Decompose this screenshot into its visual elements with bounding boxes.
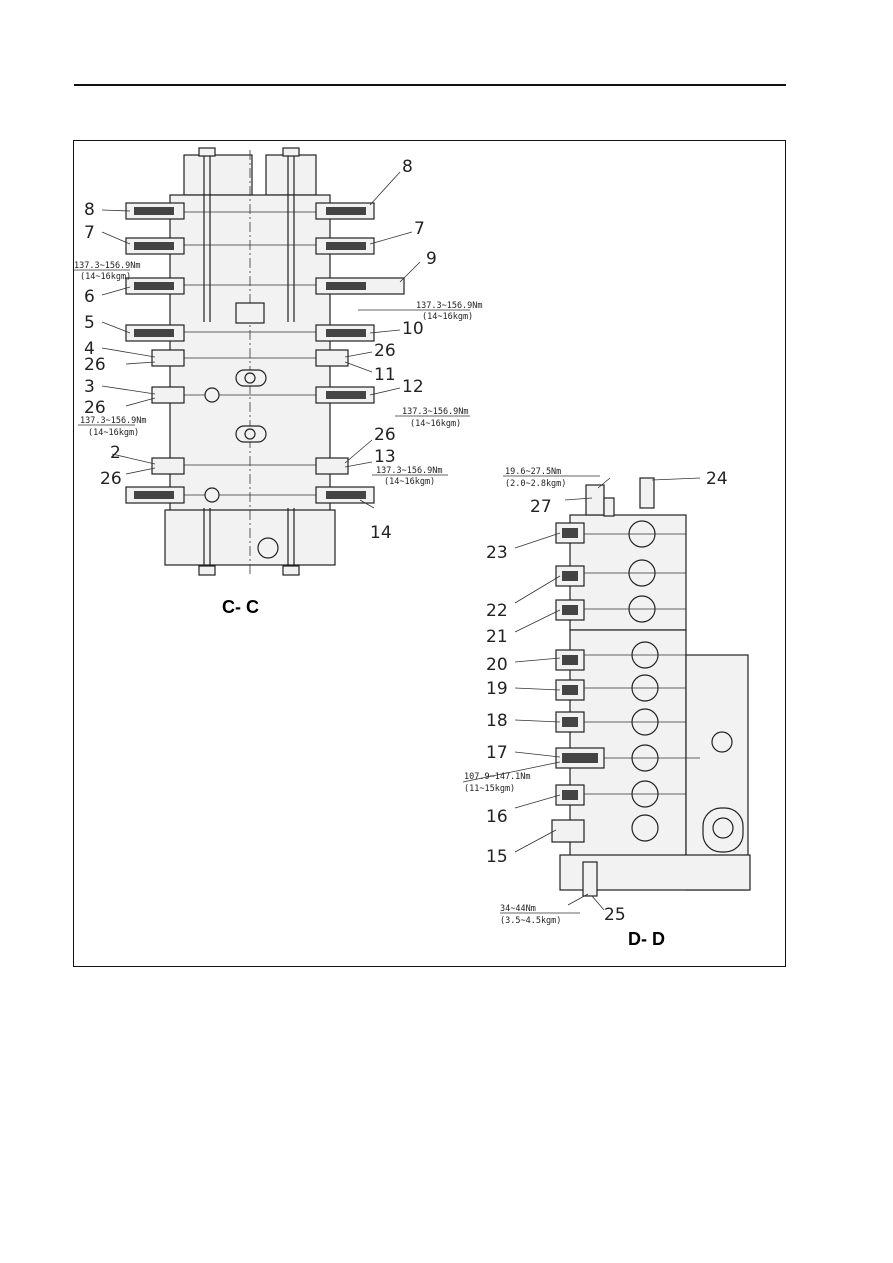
cc-label-26-a: 26 <box>84 355 106 375</box>
dd-torque-2-kgm: (11~15kgm) <box>464 784 515 794</box>
cc-torque-1-kgm: (14~16kgm) <box>80 272 131 282</box>
dd-label-25: 25 <box>604 905 626 925</box>
dd-label-22: 22 <box>486 601 508 621</box>
cc-label-26-c: 26 <box>100 469 122 489</box>
cc-torque-3-kgm: (14~16kgm) <box>410 419 461 429</box>
cc-label-3-left: 3 <box>84 377 95 397</box>
cc-torque-1-nm: 137.3~156.9Nm <box>74 261 141 271</box>
cc-label-26-e: 26 <box>374 425 396 445</box>
cc-label-11-right: 11 <box>374 365 396 385</box>
cc-view-title: C- C <box>222 597 259 617</box>
dd-label-23: 23 <box>486 543 508 563</box>
cc-section-view <box>74 147 470 576</box>
dd-label-27: 27 <box>530 497 552 517</box>
cc-label-10-right: 10 <box>402 319 424 339</box>
figure-frame <box>73 140 786 967</box>
cc-torque-4-nm: 137.3~156.9Nm <box>80 416 147 426</box>
dd-torque-1-nm: 19.6~27.5Nm <box>505 467 561 477</box>
dd-view-title: D- D <box>628 929 665 949</box>
cc-label-13-right: 13 <box>374 447 396 467</box>
dd-torque-1-kgm: (2.0~2.8kgm) <box>505 479 566 489</box>
dd-torque-2-nm: 107.9~147.1Nm <box>464 772 531 782</box>
cc-label-8-right: 8 <box>402 157 413 177</box>
dd-label-20: 20 <box>486 655 508 675</box>
dd-label-19: 19 <box>486 679 508 699</box>
dd-label-18: 18 <box>486 711 508 731</box>
cc-torque-4-kgm: (14~16kgm) <box>88 428 139 438</box>
cc-label-4-left: 4 <box>84 339 95 359</box>
dd-label-21: 21 <box>486 627 508 647</box>
cc-label-7-left: 7 <box>84 223 95 243</box>
cc-torque-5-kgm: (14~16kgm) <box>384 477 435 487</box>
cc-torque-2-kgm: (14~16kgm) <box>422 312 473 322</box>
dd-label-16: 16 <box>486 807 508 827</box>
cc-label-26-b: 26 <box>84 398 106 418</box>
dd-torque-3-kgm: (3.5~4.5kgm) <box>500 916 561 926</box>
dd-label-15: 15 <box>486 847 508 867</box>
cc-label-5-left: 5 <box>84 313 95 333</box>
cc-label-8-left: 8 <box>84 200 95 220</box>
dd-torque-3-nm: 34~44Nm <box>500 904 536 914</box>
cc-torque-3-nm: 137.3~156.9Nm <box>402 407 469 417</box>
cc-label-2-left: 2 <box>110 443 121 463</box>
cc-label-14-right: 14 <box>370 523 392 543</box>
cc-torque-5-nm: 137.3~156.9Nm <box>376 466 443 476</box>
dd-label-17: 17 <box>486 743 508 763</box>
cc-label-26-d: 26 <box>374 341 396 361</box>
header-rule <box>74 84 786 86</box>
dd-label-24: 24 <box>706 469 728 489</box>
dd-section-view <box>462 475 751 914</box>
cc-label-6-left: 6 <box>84 287 95 307</box>
cc-torque-2-nm: 137.3~156.9Nm <box>416 301 483 311</box>
cc-label-9-right: 9 <box>426 249 437 269</box>
cc-label-12-right: 12 <box>402 377 424 397</box>
cc-label-7-right: 7 <box>414 219 425 239</box>
